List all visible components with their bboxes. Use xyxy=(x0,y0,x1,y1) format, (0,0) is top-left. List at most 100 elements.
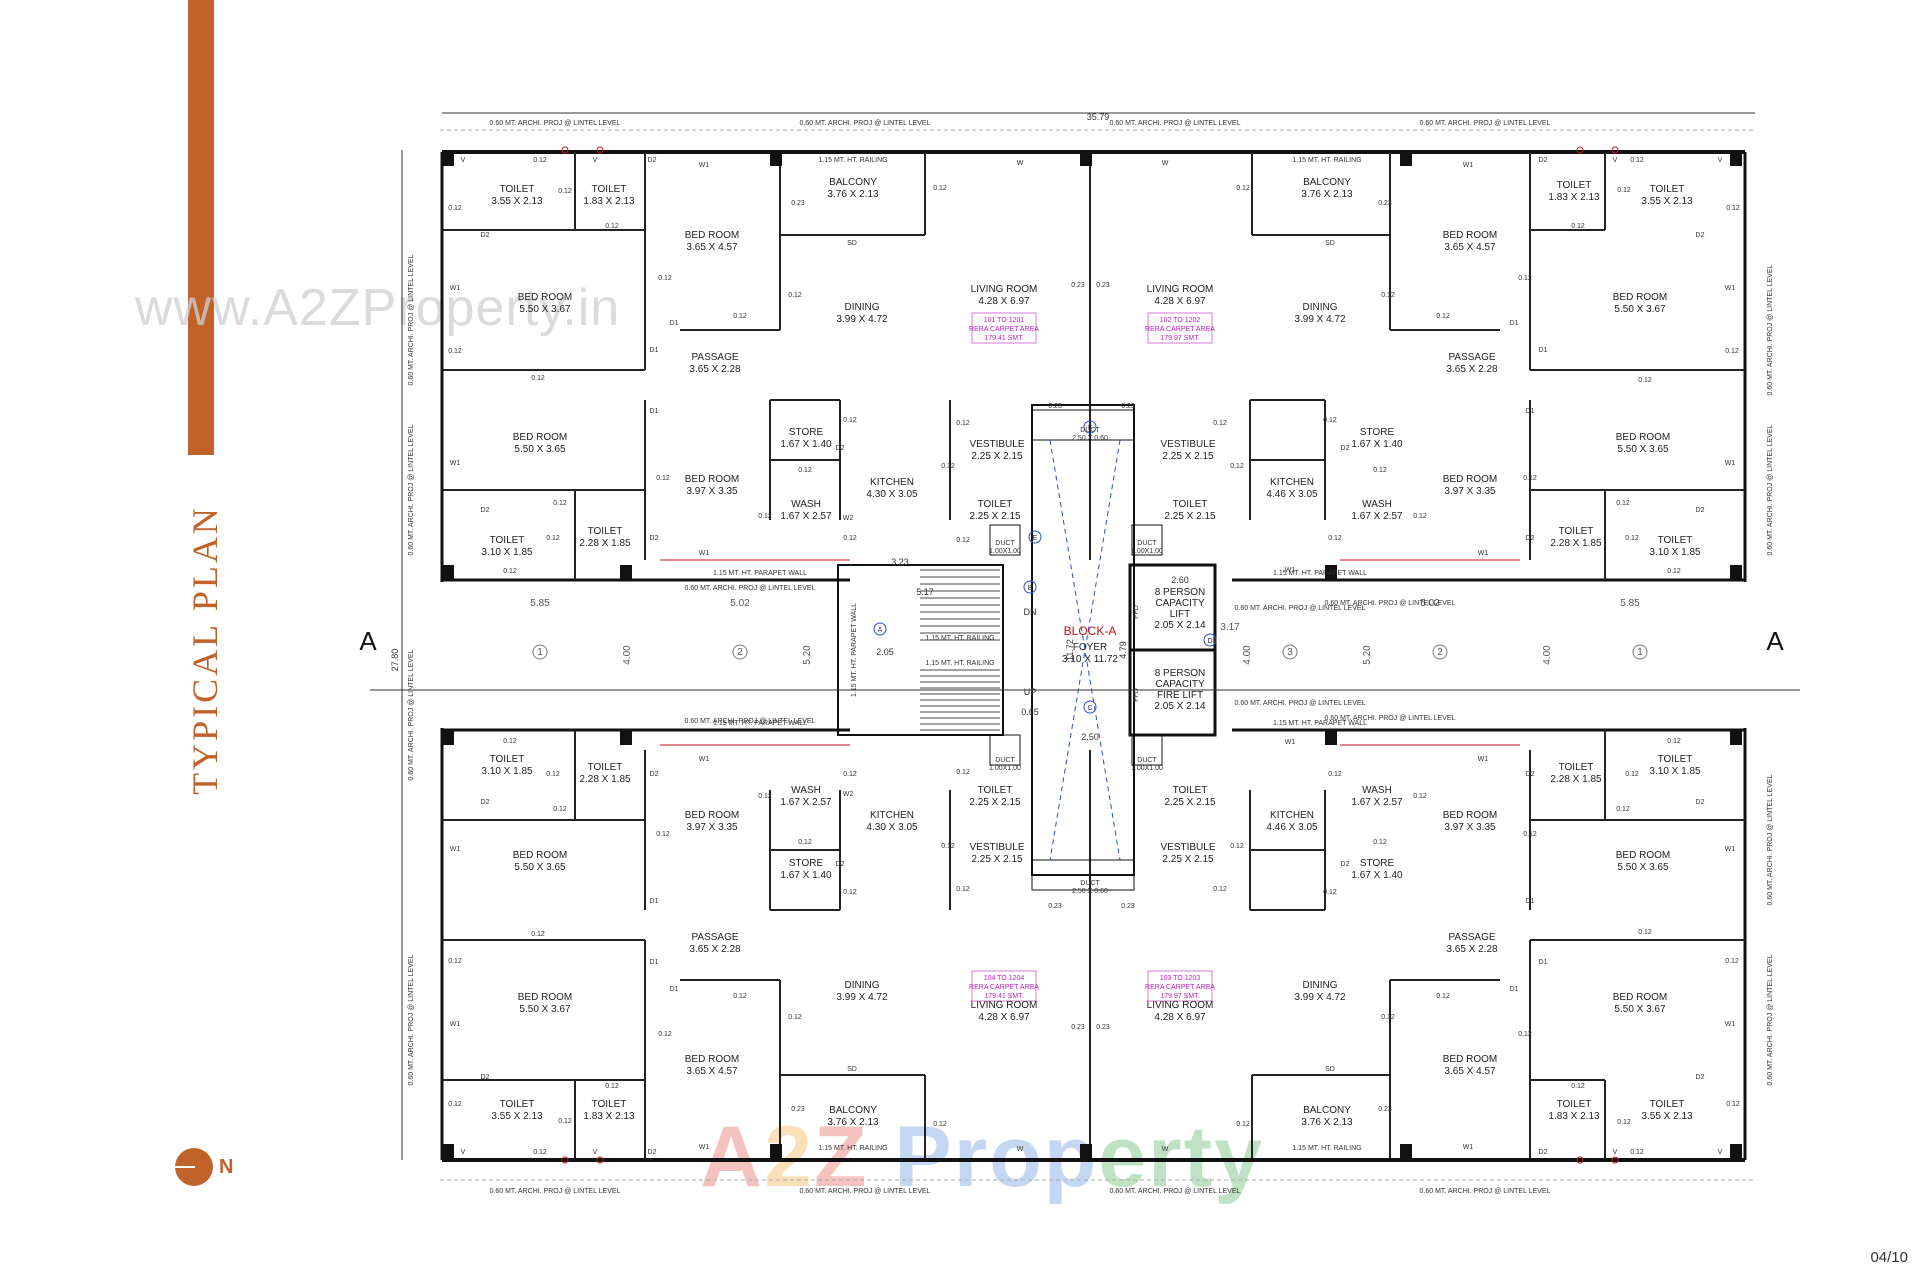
column xyxy=(1730,1144,1742,1160)
block-label: BLOCK-A xyxy=(1064,624,1117,638)
lift-label: LIFT xyxy=(1170,609,1191,620)
bed-room-name: BED ROOM xyxy=(1613,292,1667,303)
column xyxy=(620,729,632,745)
dimension-mark: D1 xyxy=(650,408,659,415)
dimension-mark: D1 xyxy=(650,898,659,905)
dimension-mark: D2 xyxy=(481,232,490,239)
dimension-mark: 0.12 xyxy=(788,292,802,299)
stair-dim: 2.05 xyxy=(876,647,894,657)
carpet-area-text: RERA CARPET AREA xyxy=(969,984,1039,991)
grid-bubble xyxy=(1028,530,1042,544)
balcony-size: 3.76 X 2.13 xyxy=(827,1117,879,1128)
carpet-area-text: 101 TO 1201 xyxy=(984,317,1025,324)
dimension-mark: 0.12 xyxy=(1213,420,1227,427)
grid-dim: 4.00 xyxy=(1542,645,1553,665)
dimension-mark: 0.23 xyxy=(1071,282,1085,289)
dimension-mark: D1 xyxy=(1510,320,1519,327)
projection-label: 0.60 MT. ARCHI. PROJ @ LINTEL LEVEL xyxy=(1235,605,1366,612)
projection-label: 0.60 MT. ARCHI. PROJ @ LINTEL LEVEL xyxy=(1420,1188,1551,1195)
duct-label: DUCT xyxy=(1080,880,1100,887)
balcony-size: 3.76 X 2.13 xyxy=(1301,1117,1353,1128)
living-room-size: 4.28 X 6.97 xyxy=(1154,296,1206,307)
wash-name: WASH xyxy=(1362,785,1392,796)
dimension-mark: 0.12 xyxy=(1630,1149,1644,1156)
dining-size: 3.99 X 4.72 xyxy=(836,314,888,325)
dimension-mark: D1 xyxy=(1526,408,1535,415)
dimension-mark: W2 xyxy=(843,791,854,798)
projection-label: 0.60 MT. ARCHI. PROJ @ LINTEL LEVEL xyxy=(685,718,816,725)
dimension-mark: W1 xyxy=(1285,739,1296,746)
dimension-mark: D2 xyxy=(648,1149,657,1156)
ffd-label: FFD xyxy=(1133,605,1140,619)
dimension-mark: D1 xyxy=(1526,898,1535,905)
grid-bubble xyxy=(732,644,748,660)
stair-dn: DN xyxy=(1024,607,1037,617)
wash-name: WASH xyxy=(1362,499,1392,510)
duct-bottom xyxy=(1031,859,1135,891)
duct-small-size: 1.00X1.00 xyxy=(1131,765,1163,772)
dimension-mark: 0.12 xyxy=(1617,1119,1631,1126)
dimension-mark: 0.12 xyxy=(843,771,857,778)
dimension-mark: 0.12 xyxy=(733,993,747,1000)
carpet-area-text: 179.41 SMT. xyxy=(984,335,1023,342)
toilet-size: 2.25 X 2.15 xyxy=(1164,797,1216,808)
watermark-part: erty xyxy=(1098,1109,1265,1205)
duct-small xyxy=(989,524,1021,556)
duct-small xyxy=(1131,524,1163,556)
dimension-mark: 0.12 xyxy=(656,831,670,838)
dimension-mark: 0.12 xyxy=(1518,275,1532,282)
dimension-mark: W1 xyxy=(1463,1144,1474,1151)
watermark-part: Z xyxy=(813,1109,869,1205)
bed-room-size: 3.97 X 3.35 xyxy=(686,486,738,497)
vestibule-name: VESTIBULE xyxy=(1160,439,1215,450)
column xyxy=(770,150,782,166)
toilet-size: 2.28 X 1.85 xyxy=(579,538,631,549)
carpet-area-text: 102 TO 1202 xyxy=(1160,317,1201,324)
toilet-name: TOILET xyxy=(1650,184,1685,195)
wash-name: WASH xyxy=(791,499,821,510)
section-label-left: A xyxy=(359,626,377,656)
dimension-mark: 0.12 xyxy=(798,467,812,474)
toilet-name: TOILET xyxy=(500,184,535,195)
projection-label: 0.60 MT. ARCHI. PROJ @ LINTEL LEVEL xyxy=(408,254,415,385)
toilet-size: 1.83 X 2.13 xyxy=(1548,192,1600,203)
dimension-mark: 0.23 xyxy=(791,1106,805,1113)
parapet-label: 1.15 MT. HT. PARAPET WALL xyxy=(851,603,858,697)
dimension-mark: 0.12 xyxy=(553,500,567,507)
grid-lines xyxy=(532,420,1648,714)
dimension-mark: 0.12 xyxy=(1213,886,1227,893)
passage-size: 3.65 X 2.28 xyxy=(1446,364,1498,375)
column xyxy=(620,565,632,581)
column xyxy=(442,565,454,581)
dimension-mark: 0.12 xyxy=(658,275,672,282)
railing-label: 1.15 MT. HT. RAILING xyxy=(925,635,994,642)
dimension-mark: 0.12 xyxy=(1726,1101,1740,1108)
projection-label: 0.60 MT. ARCHI. PROJ @ LINTEL LEVEL xyxy=(490,1188,621,1195)
dimension-mark: 0.12 xyxy=(553,806,567,813)
dimension-mark: 0.12 xyxy=(605,223,619,230)
dimension-mark: W1 xyxy=(1725,460,1736,467)
railing-label: 1.15 MT. HT. RAILING xyxy=(818,1145,887,1152)
bed-room-size: 3.65 X 4.57 xyxy=(1444,1066,1496,1077)
dimension-mark: V xyxy=(1613,1149,1618,1156)
page-number: 04/10 xyxy=(1870,1249,1908,1266)
dimension-mark: 0.12 xyxy=(531,931,545,938)
walls xyxy=(370,112,1800,1181)
dimension-mark: W1 xyxy=(699,1144,710,1151)
dimension-mark: D2 xyxy=(650,535,659,542)
projection-label: 0.60 MT. ARCHI. PROJ @ LINTEL LEVEL xyxy=(1325,715,1456,722)
dimension-mark: 0.12 xyxy=(956,769,970,776)
balcony-name: BALCONY xyxy=(1303,1105,1351,1116)
dimension-mark: 0.12 xyxy=(1518,1031,1532,1038)
grid-bubble xyxy=(532,644,548,660)
stair-up: UP xyxy=(1024,687,1037,697)
dimension-mark: 0.12 xyxy=(933,185,947,192)
living-room-name: LIVING ROOM xyxy=(971,284,1038,295)
dimension-mark: D2 xyxy=(1539,1149,1548,1156)
railing-label: 1.15 MT. HT. RAILING xyxy=(1292,157,1361,164)
stair-outline xyxy=(837,564,1004,736)
toilet-size: 2.25 X 2.15 xyxy=(1164,511,1216,522)
dimension-mark: 0.12 xyxy=(1616,806,1630,813)
dimension-mark: D2 xyxy=(481,1074,490,1081)
